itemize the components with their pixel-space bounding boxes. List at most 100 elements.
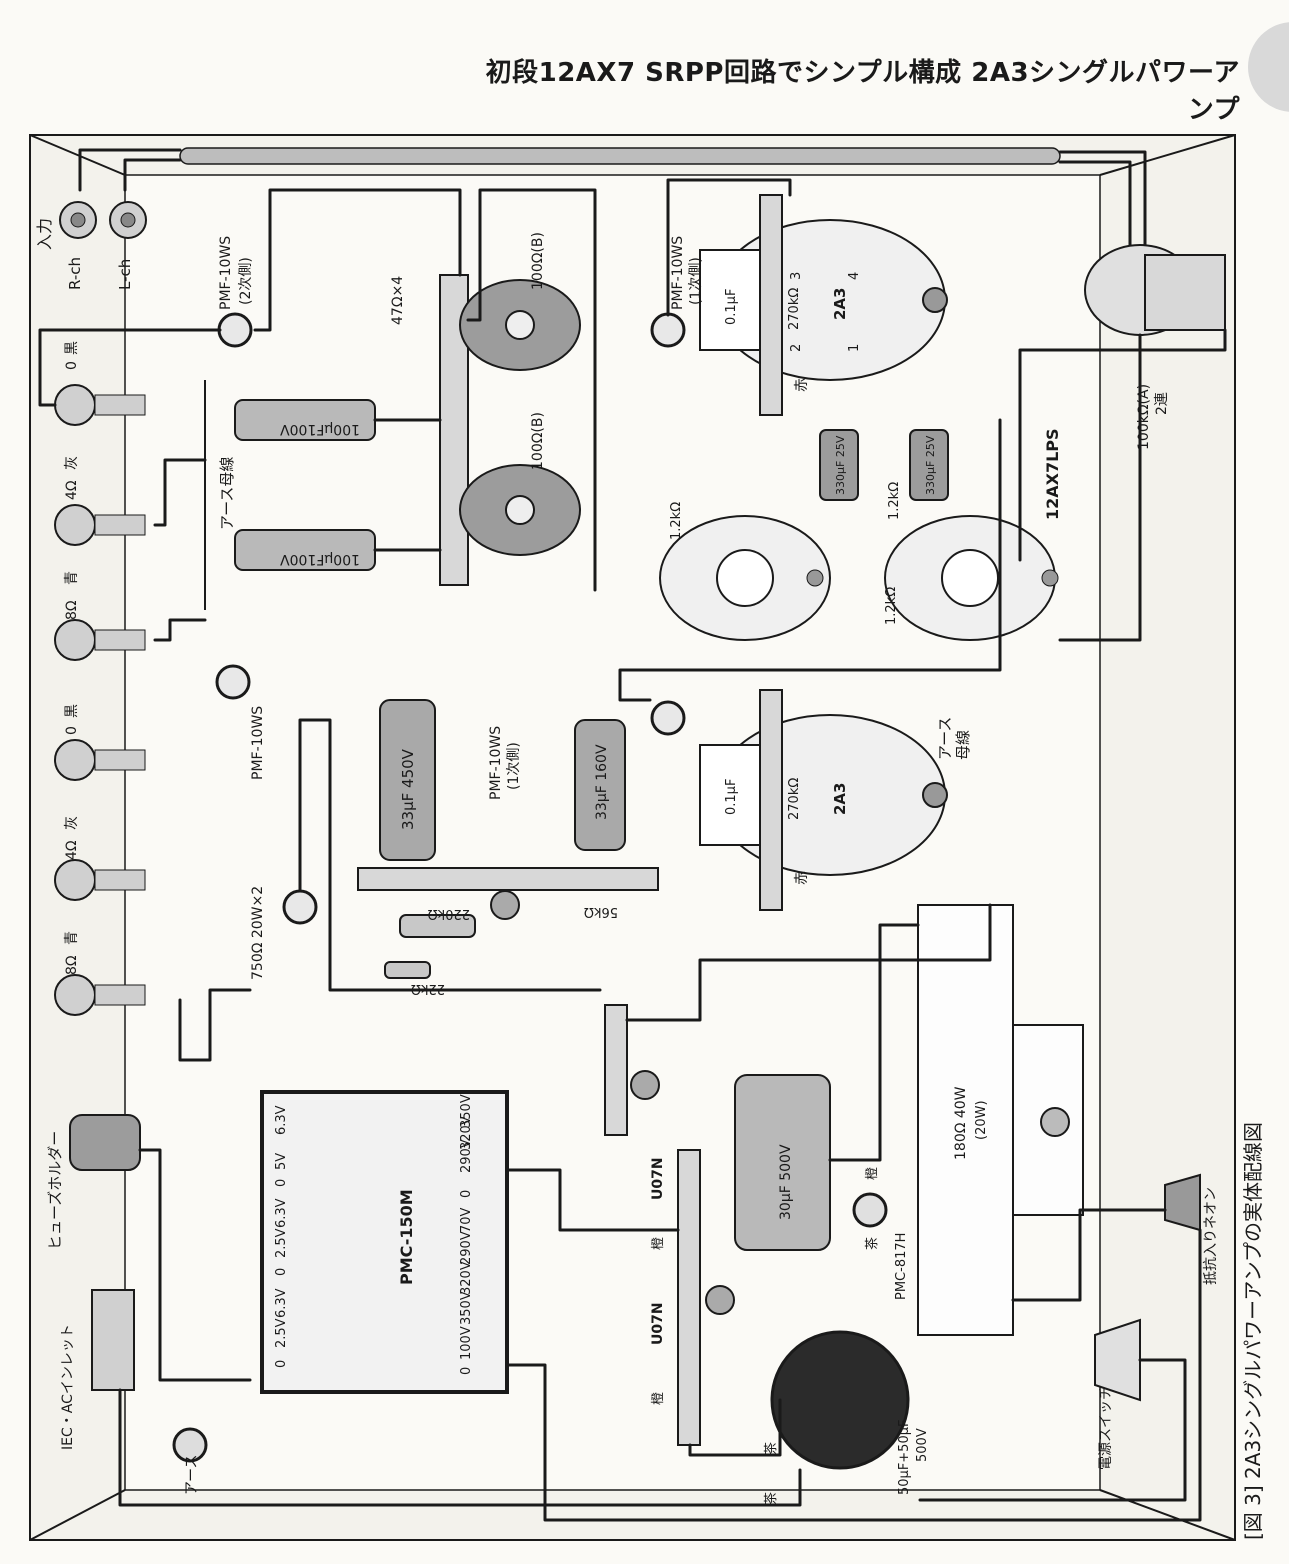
label-orange-3: 橙: [865, 1167, 880, 1180]
label-spk-top-4: 4Ω: [64, 480, 80, 500]
label-pot-100-top: 100Ω(B): [530, 232, 546, 290]
label-tube-12ax7: 12AX7LPS: [1043, 428, 1062, 520]
label-vol-100k: 100kΩ(A): [1136, 384, 1152, 450]
label-spk-bottom-black: 黒: [64, 704, 80, 718]
label-pmf-primary-top: PMF-10WS: [670, 236, 686, 310]
tr-left-tap-5: 2.5V: [274, 1228, 289, 1258]
tr-left-tap-2: 5V: [274, 1153, 289, 1170]
label-res-12k-a: 1.2kΩ: [669, 502, 684, 540]
tr-right-tap-8: 350V: [459, 1291, 474, 1325]
label-pmf-secondary-note: (2次側): [238, 257, 254, 305]
tr-right-tap-9: 100V: [459, 1326, 474, 1360]
label-tube-2a3-bottom: 2A3: [831, 783, 849, 815]
figure-caption: [図 3] 2A3シングルパワーアンプの実体配線図: [1241, 1122, 1265, 1540]
tr-left-tap-9: 0: [274, 1360, 289, 1368]
label-cap-50-50-v: 500V: [915, 1428, 930, 1462]
wiring: [38, 178, 1227, 1522]
label-cap-33-160: 33μF 160V: [594, 744, 610, 820]
tr-right-tap-6: 290V: [459, 1231, 474, 1265]
tr-left-tap-7: 6.3V: [274, 1288, 289, 1318]
tube-12ax7-sockets: [659, 429, 1059, 641]
label-res-220k: 220kΩ: [428, 906, 470, 921]
label-orange-2: 橙: [651, 1392, 666, 1405]
label-res-47: 47Ω×4: [390, 276, 406, 325]
label-spk-bottom-gray: 灰: [64, 816, 80, 830]
volume-pot: [1084, 244, 1226, 336]
label-cap-01-bottom: 0.1μF: [724, 779, 739, 815]
label-cap-50-50: 50μF+50μF: [897, 1420, 912, 1495]
chassis: [29, 134, 1236, 1541]
label-input: 入力: [35, 218, 54, 250]
label-res-180-note: (20W): [974, 1100, 989, 1140]
label-spk-bottom-0: 0: [64, 726, 80, 735]
label-power-switch: 電源スイッチ: [1098, 1386, 1114, 1470]
label-brown-1: 茶: [864, 1237, 880, 1250]
label-pmf-secondary: PMF-10WS: [218, 236, 234, 310]
label-brown-3: 茶: [763, 1492, 779, 1505]
label-spk-bottom-8: 8Ω: [64, 955, 80, 975]
tube-2a3-bottom: [699, 689, 948, 911]
tr-right-tap-3: 290V: [459, 1139, 474, 1173]
label-orange-1: 橙: [651, 1237, 666, 1250]
label-earth: アース: [184, 1455, 200, 1495]
pin-2-top: 2: [789, 344, 804, 352]
pin-4-top: 4: [847, 272, 862, 280]
label-vol-2ren: 2連: [1154, 392, 1170, 415]
label-cap-33-450: 33μF 450V: [399, 748, 417, 830]
tr-left-tap-1: 6.3V: [274, 1105, 289, 1135]
tr-right-tap-2: 320V: [459, 1116, 474, 1150]
tr-right-tap-7: 320V: [459, 1261, 474, 1295]
label-res-270-bottom: 270kΩ: [787, 778, 802, 820]
label-earth-bus-right: アース: [936, 717, 954, 760]
tr-left-tap-3: 0: [274, 1179, 289, 1187]
label-iec-inlet: IEC・ACインレット: [60, 1324, 76, 1450]
tr-right-tap-1: 350V: [459, 1094, 474, 1128]
label-transformer: PMC-150M: [397, 1189, 416, 1285]
tr-left-tap-8: 2.5V: [274, 1318, 289, 1348]
label-spk-top-black: 黒: [64, 341, 80, 355]
label-earth-bus: アース母線: [218, 457, 236, 530]
speaker-terminals: [54, 384, 146, 1016]
label-pmf-primary-top-note: (1次側): [688, 257, 704, 305]
label-l-ch: L-ch: [116, 259, 134, 290]
label-res-22k: 22kΩ: [411, 981, 445, 996]
pin-3-top: 3: [789, 272, 804, 280]
label-cap-100uf-bottom: 100μF100V: [280, 551, 360, 567]
tr-left-tap-4: 6.3V: [274, 1198, 289, 1228]
page-title: 初段12AX7 SRPP回路でシンプル構成 2A3シングルパワーアンプ: [485, 58, 1240, 125]
label-spk-top-blue: 青: [64, 571, 80, 585]
label-pmf-primary-mid-note: (1次側): [506, 742, 522, 790]
balance-pots: [459, 279, 581, 556]
label-tube-2a3-top: 2A3: [831, 288, 849, 320]
input-jacks: [59, 201, 147, 239]
label-earth-bus-right-2: 母線: [954, 730, 972, 760]
label-res-180: 180Ω 40W: [953, 1086, 969, 1160]
tr-right-tap-4: 0: [459, 1190, 474, 1198]
tr-right-tap-5: 70V: [459, 1207, 474, 1233]
label-spk-bottom-4: 4Ω: [64, 840, 80, 860]
label-pmf-mid: PMF-10WS: [250, 706, 266, 780]
power-transformer: [260, 1090, 509, 1394]
power-entry: [69, 1114, 1201, 1463]
label-cap-330-left: 330μF 25V: [834, 435, 847, 495]
label-res-750: 750Ω 20W×2: [250, 886, 266, 980]
label-cap-330-right: 330μF 25V: [924, 435, 937, 495]
label-neon: 抵抗入りネオン: [1203, 1187, 1219, 1285]
label-cap-100uf-top: 100μF100V: [280, 421, 360, 437]
tr-right-tap-10: 0: [459, 1367, 474, 1375]
label-res-56k: 56kΩ: [584, 904, 618, 919]
label-spk-top-gray: 灰: [64, 456, 80, 470]
label-r-ch: R-ch: [66, 257, 84, 290]
label-fuse-holder: ヒューズホルダー: [46, 1131, 64, 1250]
label-res-270-top: 270kΩ: [787, 288, 802, 330]
label-res-12k-b: 1.2kΩ: [887, 482, 902, 520]
label-pmf-primary-mid: PMF-10WS: [488, 726, 504, 800]
label-diode-2: U07N: [650, 1302, 666, 1345]
tube-2a3-top: [699, 194, 948, 416]
label-cap-01-top: 0.1μF: [724, 289, 739, 325]
component-labels: 入力 R-ch L-ch PMF-10WS (2次側) PMF-10WS (1次…: [35, 218, 1219, 1505]
label-brown-2: 茶: [763, 1442, 779, 1455]
label-res-12k-c: 1.2kΩ: [884, 587, 899, 625]
